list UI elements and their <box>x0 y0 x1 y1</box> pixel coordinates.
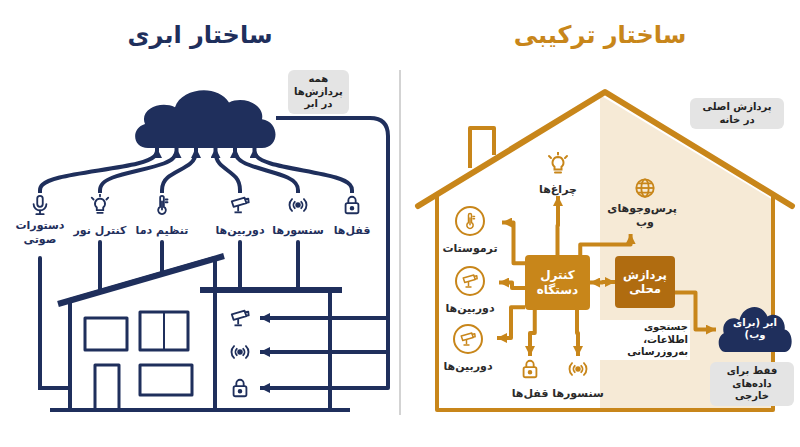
device-label: دستورات صوتی <box>14 219 66 247</box>
device-data-line <box>40 258 70 388</box>
device-node: تنظیم دما <box>132 193 193 237</box>
callout-note: همه پردازش‌ها در ابر <box>288 70 349 114</box>
device-node: کنترل نور <box>70 193 131 237</box>
device-node: قفل‌ها <box>330 193 375 237</box>
flow-arrow <box>530 310 535 356</box>
flow-arrow <box>580 234 630 255</box>
device-node: دستورات صوتی <box>10 193 70 251</box>
cloud-return-arrow <box>260 350 388 354</box>
flow-arrow <box>590 280 615 285</box>
device-icon <box>231 346 248 358</box>
device-icon <box>569 363 586 375</box>
device-node: سنسورها <box>548 356 608 400</box>
flow-arrow <box>216 148 241 193</box>
device-node: دوربین‌ها <box>211 193 269 237</box>
device-icon <box>549 153 567 173</box>
process-box: پردازش محلی <box>615 256 675 308</box>
cloud-house <box>85 318 127 350</box>
device-icon <box>92 194 109 212</box>
panel-title: ساختار ترکیبی <box>400 20 800 50</box>
device-node: چراغ‌ها <box>535 152 581 196</box>
device-label: سنسورها <box>272 224 324 238</box>
device-data-line <box>296 242 300 288</box>
device-label: سنسورها <box>552 387 604 401</box>
device-label: قفل‌ها <box>512 387 549 401</box>
cloud-house <box>58 256 224 304</box>
device-icon-ring <box>456 267 484 295</box>
panel-title: ساختار ابری <box>0 20 400 50</box>
cloud-house <box>140 312 188 350</box>
device-label: ترموستات <box>442 242 497 256</box>
device-icon-ring <box>454 325 482 353</box>
edge-label: جستجوی اطلاعات، به‌روزرسانی <box>598 320 690 360</box>
cloud-house <box>50 408 350 412</box>
cloud-return-arrow <box>260 118 388 388</box>
flow-arrow <box>556 196 561 255</box>
cloud-house <box>163 312 165 350</box>
device-data-line <box>40 242 298 388</box>
device-icon-ring <box>456 207 484 235</box>
flow-arrow <box>100 148 177 193</box>
process-box: کنترل دستگاه <box>525 255 590 310</box>
device-icon <box>34 196 47 214</box>
panel-divider <box>399 70 401 415</box>
device-node: قفل‌ها <box>508 356 553 400</box>
device-label: قفل‌ها <box>334 224 371 238</box>
device-label: دوربین‌ها <box>215 224 264 238</box>
flow-arrow <box>502 223 525 264</box>
cloud-shape <box>130 76 280 148</box>
device-icon <box>461 333 475 345</box>
device-data-line <box>238 242 242 288</box>
flow-arrow <box>499 283 525 289</box>
device-node: پرس‌وجوهای وب <box>609 176 681 234</box>
device-icon <box>524 361 537 378</box>
device-label: چراغ‌ها <box>539 183 577 197</box>
device-icon-ring <box>454 207 484 353</box>
device-label: دوربین‌ها <box>445 302 494 316</box>
device-icon <box>346 197 359 214</box>
flow-arrow <box>162 148 196 193</box>
flow-arrow <box>577 310 578 356</box>
box-label: کنترل دستگاه <box>529 268 586 298</box>
box-label: پردازش محلی <box>619 268 671 297</box>
device-icon <box>34 194 359 396</box>
cloud-node: همه پردازش‌ها در ابر <box>130 76 280 148</box>
device-node: دوربین‌ها <box>439 323 497 373</box>
cloud-return-arrow <box>260 118 388 388</box>
device-node: دوربین‌ها <box>441 265 499 315</box>
device-label: کنترل نور <box>74 224 127 238</box>
device-node: سنسورها <box>268 193 328 237</box>
device-node: ترموستات <box>438 205 502 255</box>
device-data-line <box>98 242 102 290</box>
callout-note: پردازش اصلی در خانه <box>690 98 784 129</box>
flow-arrow <box>497 307 525 338</box>
flow-arrow <box>235 148 298 193</box>
device-data-line <box>160 242 164 272</box>
cloud-node: ابر (برای وب) <box>716 296 794 352</box>
device-icon <box>636 179 653 196</box>
device-icon <box>232 198 249 213</box>
cloud-house <box>140 365 192 395</box>
device-label: تنظیم دما <box>136 224 189 238</box>
hybrid-house <box>418 92 792 206</box>
device-label: پرس‌وجوهای وب <box>613 202 677 230</box>
device-label: دوربین‌ها <box>443 360 492 374</box>
cloud-house <box>95 365 119 410</box>
flow-arrow <box>40 148 157 193</box>
cloud-house <box>200 287 342 293</box>
device-icon <box>158 196 167 214</box>
cloud-shape <box>719 307 792 352</box>
cloud-label: ابر (برای وب) <box>726 317 784 342</box>
callout-note: فقط برای داده‌های خارجی <box>710 362 794 406</box>
device-icon <box>289 199 306 211</box>
device-icon <box>234 380 247 397</box>
cloud-shape <box>135 90 275 148</box>
device-icon <box>463 275 477 287</box>
device-icon <box>467 214 475 229</box>
cloud-return-arrow <box>260 316 388 320</box>
device-icon <box>232 311 249 326</box>
